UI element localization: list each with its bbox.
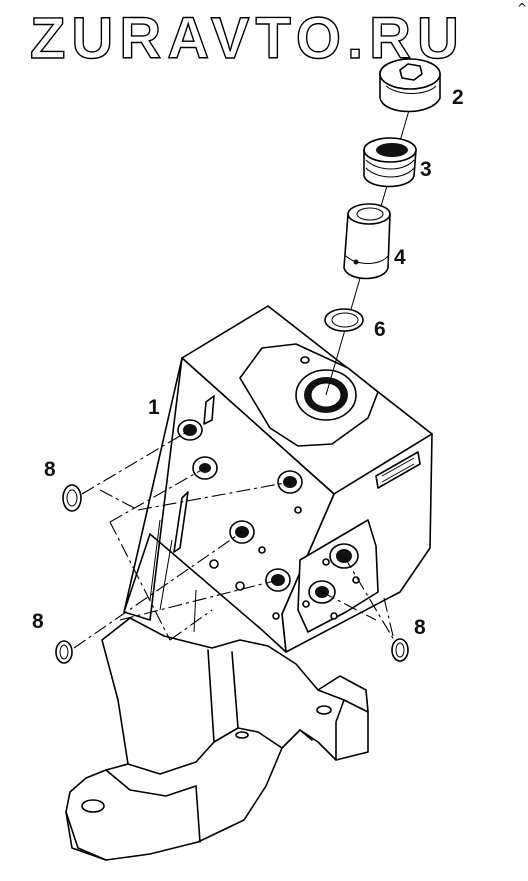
callout-4: 4 <box>394 246 406 269</box>
callout-8-left-bottom: 8 <box>32 610 44 633</box>
callout-1: 1 <box>148 396 160 419</box>
callout-8-right: 8 <box>414 616 426 639</box>
sleeve-item-3 <box>363 137 417 188</box>
callout-3: 3 <box>420 158 432 181</box>
callout-2: 2 <box>452 86 464 109</box>
plug-item-2 <box>379 58 441 113</box>
watermark-text: ZURAVTO.RU <box>30 6 465 71</box>
seal-item-8-left-top <box>62 484 82 512</box>
seal-item-8-left-bottom <box>55 640 73 664</box>
valve-block-body <box>123 305 433 653</box>
seal-item-8-right <box>391 638 409 662</box>
spool-item-4 <box>343 203 391 280</box>
callout-8-left-top: 8 <box>44 458 56 481</box>
leader-lines <box>73 429 395 649</box>
corner-mark: ^ <box>517 1 527 15</box>
mounting-bracket <box>65 617 369 861</box>
callout-6: 6 <box>374 318 386 341</box>
callouts: 1 2 3 4 6 8 8 8 <box>32 86 464 639</box>
oring-item-6 <box>324 308 364 332</box>
